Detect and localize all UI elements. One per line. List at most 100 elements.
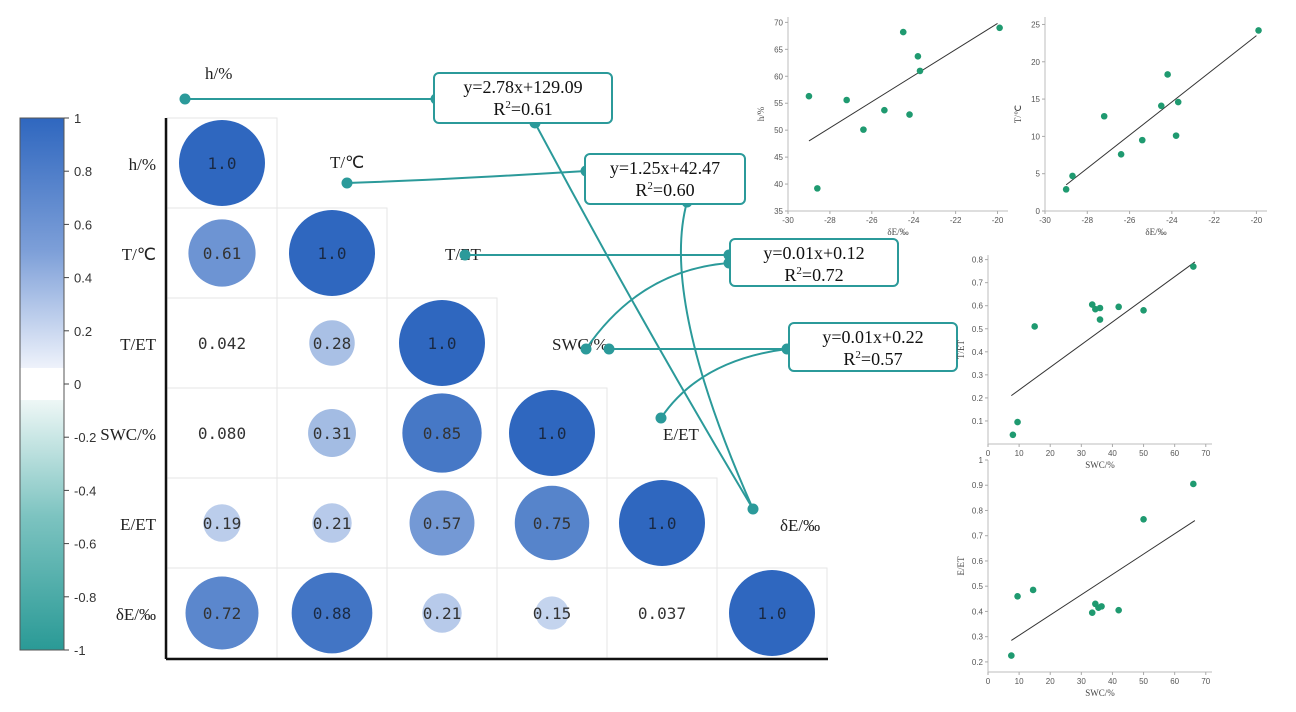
y-tick-label: 35 bbox=[774, 207, 783, 216]
correlation-value-label: 0.080 bbox=[198, 424, 246, 443]
correlation-circle bbox=[399, 300, 485, 386]
y-tick-label: 40 bbox=[774, 180, 783, 189]
r-squared-text: R2=0.72 bbox=[784, 265, 843, 285]
y-tick-label: 55 bbox=[774, 99, 783, 108]
correlation-value-label: 0.31 bbox=[313, 424, 352, 443]
correlation-circle bbox=[308, 409, 356, 457]
y-tick-label: 5 bbox=[1036, 170, 1041, 179]
correlation-circle bbox=[409, 490, 475, 556]
y-tick-label: 0.8 bbox=[972, 256, 984, 265]
row-label: T/℃ bbox=[122, 245, 156, 264]
row-label: SWC/% bbox=[100, 425, 156, 444]
y-tick-label: 0.9 bbox=[972, 481, 984, 490]
x-tick-label: -28 bbox=[1082, 216, 1094, 225]
y-tick-label: 20 bbox=[1031, 58, 1040, 67]
x-tick-label: 30 bbox=[1077, 449, 1086, 458]
scatter-panel: -30-28-26-24-22-203540455055606570δE/‰h/… bbox=[756, 17, 1008, 237]
x-tick-label: -24 bbox=[908, 216, 920, 225]
row-label: h/% bbox=[129, 155, 156, 174]
correlation-circle bbox=[535, 596, 569, 630]
x-tick-label: -26 bbox=[1124, 216, 1136, 225]
x-axis-label: SWC/% bbox=[1085, 460, 1115, 470]
colorbar-tick-label: 0.8 bbox=[74, 164, 92, 179]
correlation-value-label: 1.0 bbox=[208, 154, 237, 173]
x-tick-label: 20 bbox=[1046, 449, 1055, 458]
correlation-value-label: 1.0 bbox=[428, 334, 457, 353]
y-tick-label: 0.1 bbox=[972, 417, 984, 426]
y-tick-label: 25 bbox=[1031, 20, 1040, 29]
scatter-point bbox=[1140, 516, 1147, 523]
x-tick-label: 50 bbox=[1139, 449, 1148, 458]
scatter-point bbox=[1115, 606, 1122, 614]
y-tick-label: 0.2 bbox=[972, 658, 984, 667]
correlation-circle bbox=[188, 219, 256, 287]
correlation-value-label: 1.0 bbox=[758, 604, 787, 623]
connector-dot bbox=[459, 249, 471, 261]
correlation-circle bbox=[422, 593, 462, 633]
y-tick-label: 0.6 bbox=[972, 557, 984, 566]
scatter-point bbox=[1172, 132, 1180, 139]
scatter-point bbox=[996, 24, 1003, 32]
r-squared-text: R2=0.57 bbox=[843, 349, 902, 369]
y-tick-label: 50 bbox=[774, 126, 783, 135]
scatter-point bbox=[814, 185, 821, 192]
x-tick-label: -22 bbox=[950, 216, 962, 225]
scatter-point bbox=[914, 53, 922, 60]
correlation-value-label: 0.21 bbox=[313, 514, 352, 533]
scatter-point bbox=[1140, 307, 1147, 314]
connector-dot bbox=[179, 93, 191, 105]
x-tick-label: 40 bbox=[1108, 449, 1117, 458]
scatter-point bbox=[1096, 316, 1104, 323]
r-squared-text: R2=0.61 bbox=[493, 99, 552, 119]
x-tick-label: -20 bbox=[1251, 216, 1263, 225]
y-tick-label: 0 bbox=[1036, 207, 1041, 216]
correlation-value-label: 0.21 bbox=[423, 604, 462, 623]
correlation-value-label: 0.57 bbox=[423, 514, 462, 533]
correlation-circle bbox=[729, 570, 815, 656]
scatter-point bbox=[1014, 418, 1021, 426]
equation-box-frame bbox=[788, 322, 958, 372]
correlation-value-label: 0.042 bbox=[198, 334, 246, 353]
scatter-point bbox=[881, 106, 888, 114]
connector-line bbox=[660, 348, 788, 419]
correlation-value-label: 0.19 bbox=[203, 514, 242, 533]
scatter-point bbox=[1014, 592, 1021, 600]
correlation-circle bbox=[185, 576, 259, 650]
x-tick-label: -20 bbox=[992, 216, 1004, 225]
x-axis-label: δE/‰ bbox=[1145, 227, 1166, 237]
connector-dot bbox=[747, 503, 759, 515]
correlation-value-label: 0.72 bbox=[203, 604, 242, 623]
correlation-circle bbox=[179, 120, 265, 206]
scatter-point bbox=[1029, 586, 1037, 594]
correlation-circle bbox=[509, 390, 595, 476]
scatter-point bbox=[1164, 71, 1171, 78]
connector-line bbox=[679, 201, 754, 510]
x-tick-label: 50 bbox=[1139, 677, 1148, 686]
scatter-point bbox=[1190, 480, 1197, 488]
colorbar-tick-label: 0.4 bbox=[74, 271, 92, 286]
scatter-point bbox=[1255, 27, 1262, 34]
y-tick-label: 0.5 bbox=[972, 325, 984, 334]
x-tick-label: 10 bbox=[1015, 449, 1024, 458]
fit-line bbox=[1011, 520, 1196, 641]
connector-dot bbox=[341, 177, 353, 189]
scatter-panels: -30-28-26-24-22-203540455055606570δE/‰h/… bbox=[756, 17, 1267, 698]
y-tick-label: 60 bbox=[774, 72, 783, 81]
scatter-point bbox=[1062, 186, 1070, 193]
equation-text: y=0.01x+0.22 bbox=[822, 327, 923, 347]
colorbar-ticks: 10.80.60.40.20-0.2-0.4-0.6-0.8-1 bbox=[64, 111, 96, 658]
diagonal-label: T/℃ bbox=[330, 153, 364, 172]
fit-line bbox=[1011, 261, 1196, 397]
diagonal-label: h/% bbox=[205, 64, 232, 83]
y-tick-label: 0.7 bbox=[972, 279, 984, 288]
scatter-point bbox=[1031, 323, 1038, 330]
y-axis-label: E/ET bbox=[956, 556, 966, 575]
scatter-point bbox=[1138, 136, 1146, 144]
scatter-point bbox=[1157, 102, 1165, 110]
y-tick-label: 0.3 bbox=[972, 633, 984, 642]
regression-equations: y=2.78x+129.09R2=0.61y=1.25x+42.47R2=0.6… bbox=[433, 72, 958, 372]
colorbar-tick-label: 1 bbox=[74, 111, 81, 126]
scatter-point bbox=[1088, 301, 1096, 308]
